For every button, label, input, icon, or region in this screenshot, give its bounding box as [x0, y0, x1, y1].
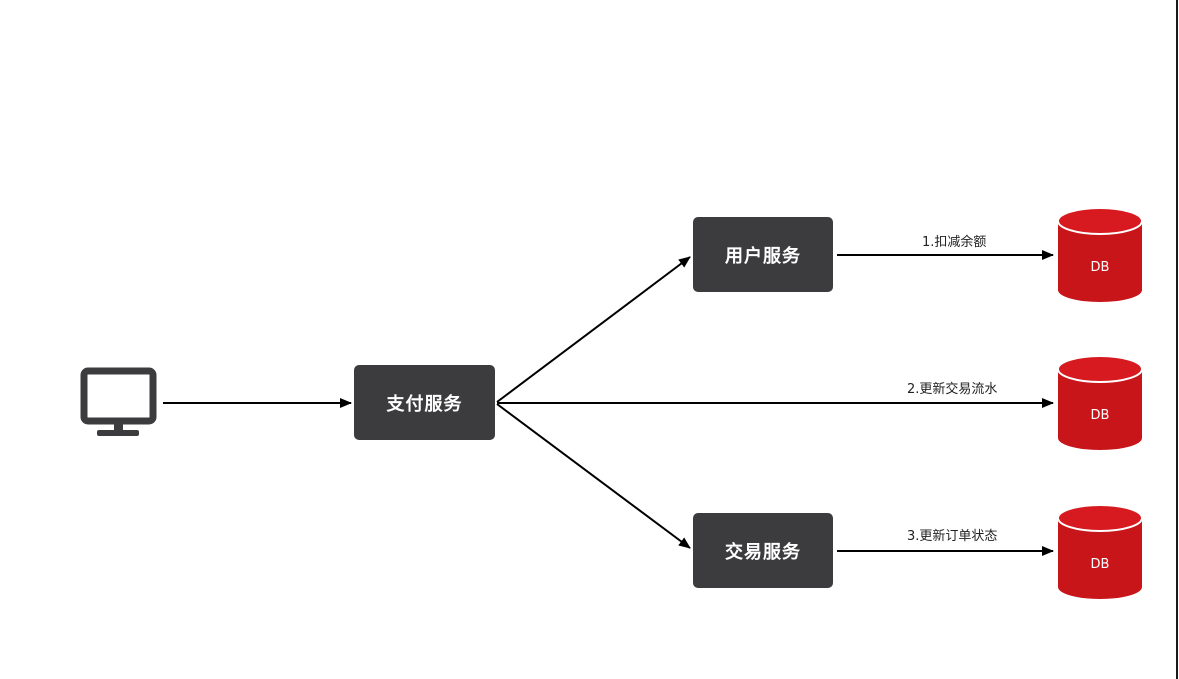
edge-label-deduct-balance: 1.扣减余额	[922, 235, 987, 250]
user-service-label: 用户服务	[725, 245, 801, 267]
database-label-3: DB	[1090, 557, 1110, 572]
trade-service-node[interactable]: 交易服务	[693, 513, 833, 588]
database-icon-3	[1057, 504, 1143, 599]
database-icon-1	[1057, 207, 1143, 302]
database-label-2: DB	[1090, 408, 1110, 423]
arrow-payment-to-trade	[496, 403, 691, 549]
trade-service-label: 交易服务	[725, 541, 801, 563]
edge-label-update-trade-flow: 2.更新交易流水	[907, 382, 998, 397]
database-label-1: DB	[1090, 260, 1110, 275]
right-border	[1176, 0, 1178, 679]
edge-label-update-order-status: 3.更新订单状态	[907, 529, 998, 544]
monitor-icon	[80, 367, 157, 436]
database-icon-2	[1057, 355, 1143, 450]
payment-service-label: 支付服务	[386, 393, 463, 415]
user-service-node[interactable]: 用户服务	[693, 217, 833, 292]
payment-service-node[interactable]: 支付服务	[354, 365, 495, 440]
arrow-payment-to-user	[496, 256, 691, 403]
